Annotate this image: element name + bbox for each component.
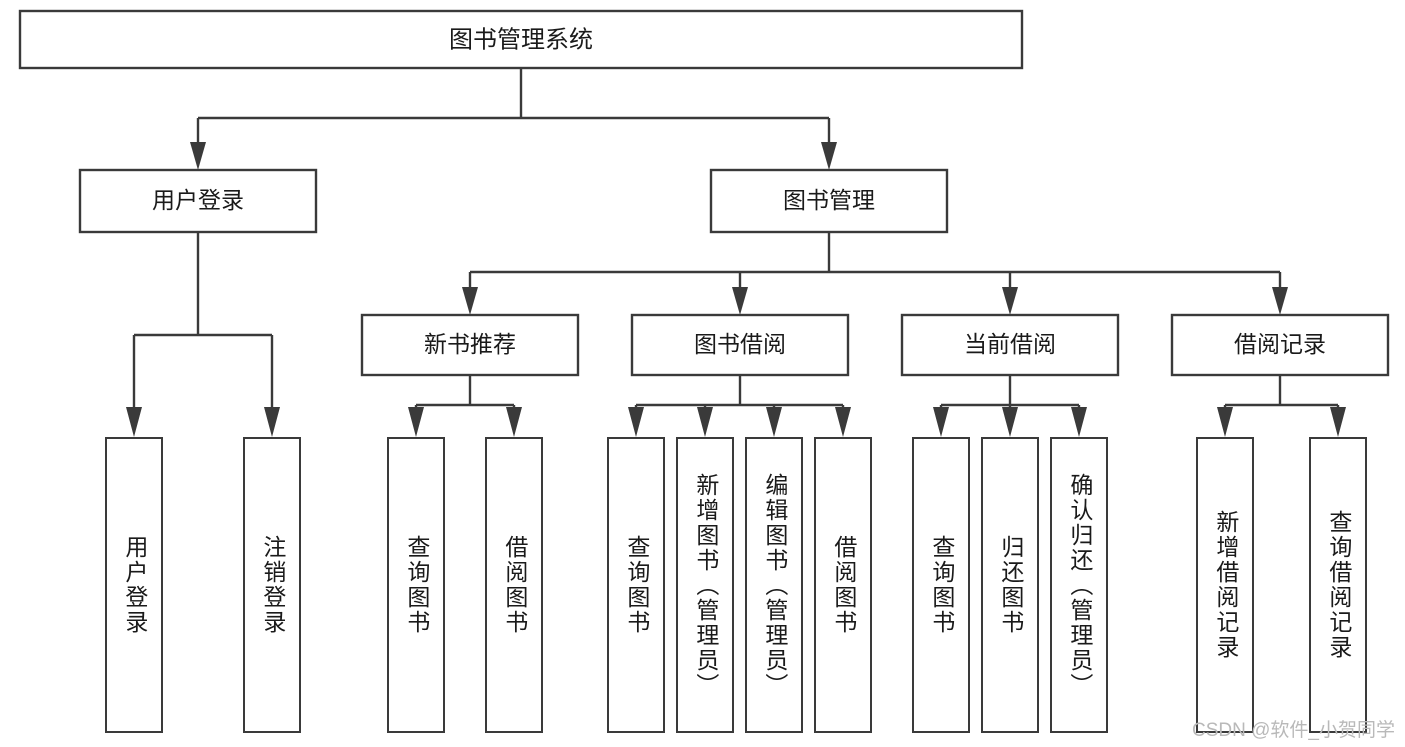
- connector-group-book-borrow: [628, 375, 851, 437]
- leaf-label-current-borrow-2: 归还图书: [997, 535, 1024, 635]
- node-borrow-record[interactable]: 借阅记录: [1170, 313, 1390, 377]
- node-user-login-label: 用户登录: [152, 187, 244, 213]
- connector-group-borrow-record: [1217, 375, 1346, 437]
- arrow-head-leaf-user-login-1: [126, 407, 142, 437]
- leaf-box-user-login-2[interactable]: 注销登录: [243, 437, 301, 733]
- node-root[interactable]: 图书管理系统: [18, 9, 1024, 70]
- arrow-head-leaf-cb-3: [1071, 407, 1087, 437]
- node-new-book-recommend-box[interactable]: [360, 313, 580, 377]
- node-book-manage[interactable]: 图书管理: [709, 168, 949, 234]
- leaf-box-current-borrow-3[interactable]: 确认归还（管理员）: [1050, 437, 1108, 733]
- leaf-box-book-borrow-4[interactable]: 借阅图书: [814, 437, 872, 733]
- leaf-box-new-book-recommend-2[interactable]: 借阅图书: [485, 437, 543, 733]
- node-book-borrow-box[interactable]: [630, 313, 850, 377]
- arrow-head-leaf-bb-1: [628, 407, 644, 437]
- leaf-label-user-login-2: 注销登录: [259, 535, 286, 635]
- arrow-head-book-borrow: [732, 287, 748, 315]
- node-book-borrow-label: 图书借阅: [694, 331, 786, 357]
- node-book-manage-box[interactable]: [709, 168, 949, 234]
- leaf-label-current-borrow-3: 确认归还（管理员）: [1066, 472, 1093, 698]
- leaf-box-book-borrow-1[interactable]: 查询图书: [607, 437, 665, 733]
- leaf-label-book-borrow-1: 查询图书: [623, 535, 650, 635]
- arrow-head-current-borrow: [1002, 287, 1018, 315]
- node-new-book-recommend-label: 新书推荐: [424, 331, 516, 357]
- node-new-book-recommend[interactable]: 新书推荐: [360, 313, 580, 377]
- arrow-head-leaf-user-login-2: [264, 407, 280, 437]
- arrow-head-leaf-bb-4: [835, 407, 851, 437]
- node-borrow-record-box[interactable]: [1170, 313, 1390, 377]
- leaf-label-book-borrow-4: 借阅图书: [830, 535, 857, 635]
- node-user-login[interactable]: 用户登录: [78, 168, 318, 234]
- leaf-label-current-borrow-1: 查询图书: [928, 535, 955, 635]
- node-book-manage-label: 图书管理: [783, 187, 875, 213]
- connector-group-new-book-recommend: [408, 375, 522, 437]
- node-current-borrow-label: 当前借阅: [964, 331, 1056, 357]
- leaf-box-user-login-1[interactable]: 用户登录: [105, 437, 163, 733]
- arrow-head-leaf-br-2: [1330, 407, 1346, 437]
- leaf-box-borrow-record-2[interactable]: 查询借阅记录: [1309, 437, 1367, 733]
- arrow-head-leaf-cb-2: [1002, 407, 1018, 437]
- arrow-head-leaf-br-1: [1217, 407, 1233, 437]
- arrow-head-leaf-cb-1: [933, 407, 949, 437]
- leaf-label-borrow-record-2: 查询借阅记录: [1325, 510, 1352, 660]
- node-root-box[interactable]: [18, 9, 1024, 70]
- node-borrow-record-label: 借阅记录: [1234, 331, 1326, 357]
- connector-group-user-login: [126, 232, 280, 437]
- arrow-head-leaf-bb-3: [766, 407, 782, 437]
- arrow-head-book-manage: [821, 142, 837, 170]
- arrow-head-leaf-nbr-1: [408, 407, 424, 437]
- arrow-head-leaf-bb-2: [697, 407, 713, 437]
- leaf-label-new-book-recommend-2: 借阅图书: [501, 535, 528, 635]
- leaf-box-borrow-record-1[interactable]: 新增借阅记录: [1196, 437, 1254, 733]
- leaf-label-borrow-record-1: 新增借阅记录: [1212, 510, 1239, 660]
- leaf-label-new-book-recommend-1: 查询图书: [403, 535, 430, 635]
- node-user-login-box[interactable]: [78, 168, 318, 234]
- arrow-head-borrow-record: [1272, 287, 1288, 315]
- leaf-box-current-borrow-2[interactable]: 归还图书: [981, 437, 1039, 733]
- leaf-box-book-borrow-2[interactable]: 新增图书（管理员）: [676, 437, 734, 733]
- arrow-head-new-book-recommend: [462, 287, 478, 315]
- leaf-label-book-borrow-3: 编辑图书（管理员）: [761, 472, 788, 698]
- connector-group-current-borrow: [933, 375, 1087, 437]
- arrow-head-user-login: [190, 142, 206, 170]
- leaf-label-user-login-1: 用户登录: [121, 535, 148, 635]
- connector-group-root: [190, 68, 837, 170]
- connector-group-book-manage: [462, 232, 1288, 315]
- node-book-borrow[interactable]: 图书借阅: [630, 313, 850, 377]
- node-current-borrow-box[interactable]: [900, 313, 1120, 377]
- leaf-box-new-book-recommend-1[interactable]: 查询图书: [387, 437, 445, 733]
- leaf-label-book-borrow-2: 新增图书（管理员）: [692, 472, 719, 698]
- leaf-box-book-borrow-3[interactable]: 编辑图书（管理员）: [745, 437, 803, 733]
- node-root-label: 图书管理系统: [449, 26, 593, 53]
- leaf-box-current-borrow-1[interactable]: 查询图书: [912, 437, 970, 733]
- node-current-borrow[interactable]: 当前借阅: [900, 313, 1120, 377]
- arrow-head-leaf-nbr-2: [506, 407, 522, 437]
